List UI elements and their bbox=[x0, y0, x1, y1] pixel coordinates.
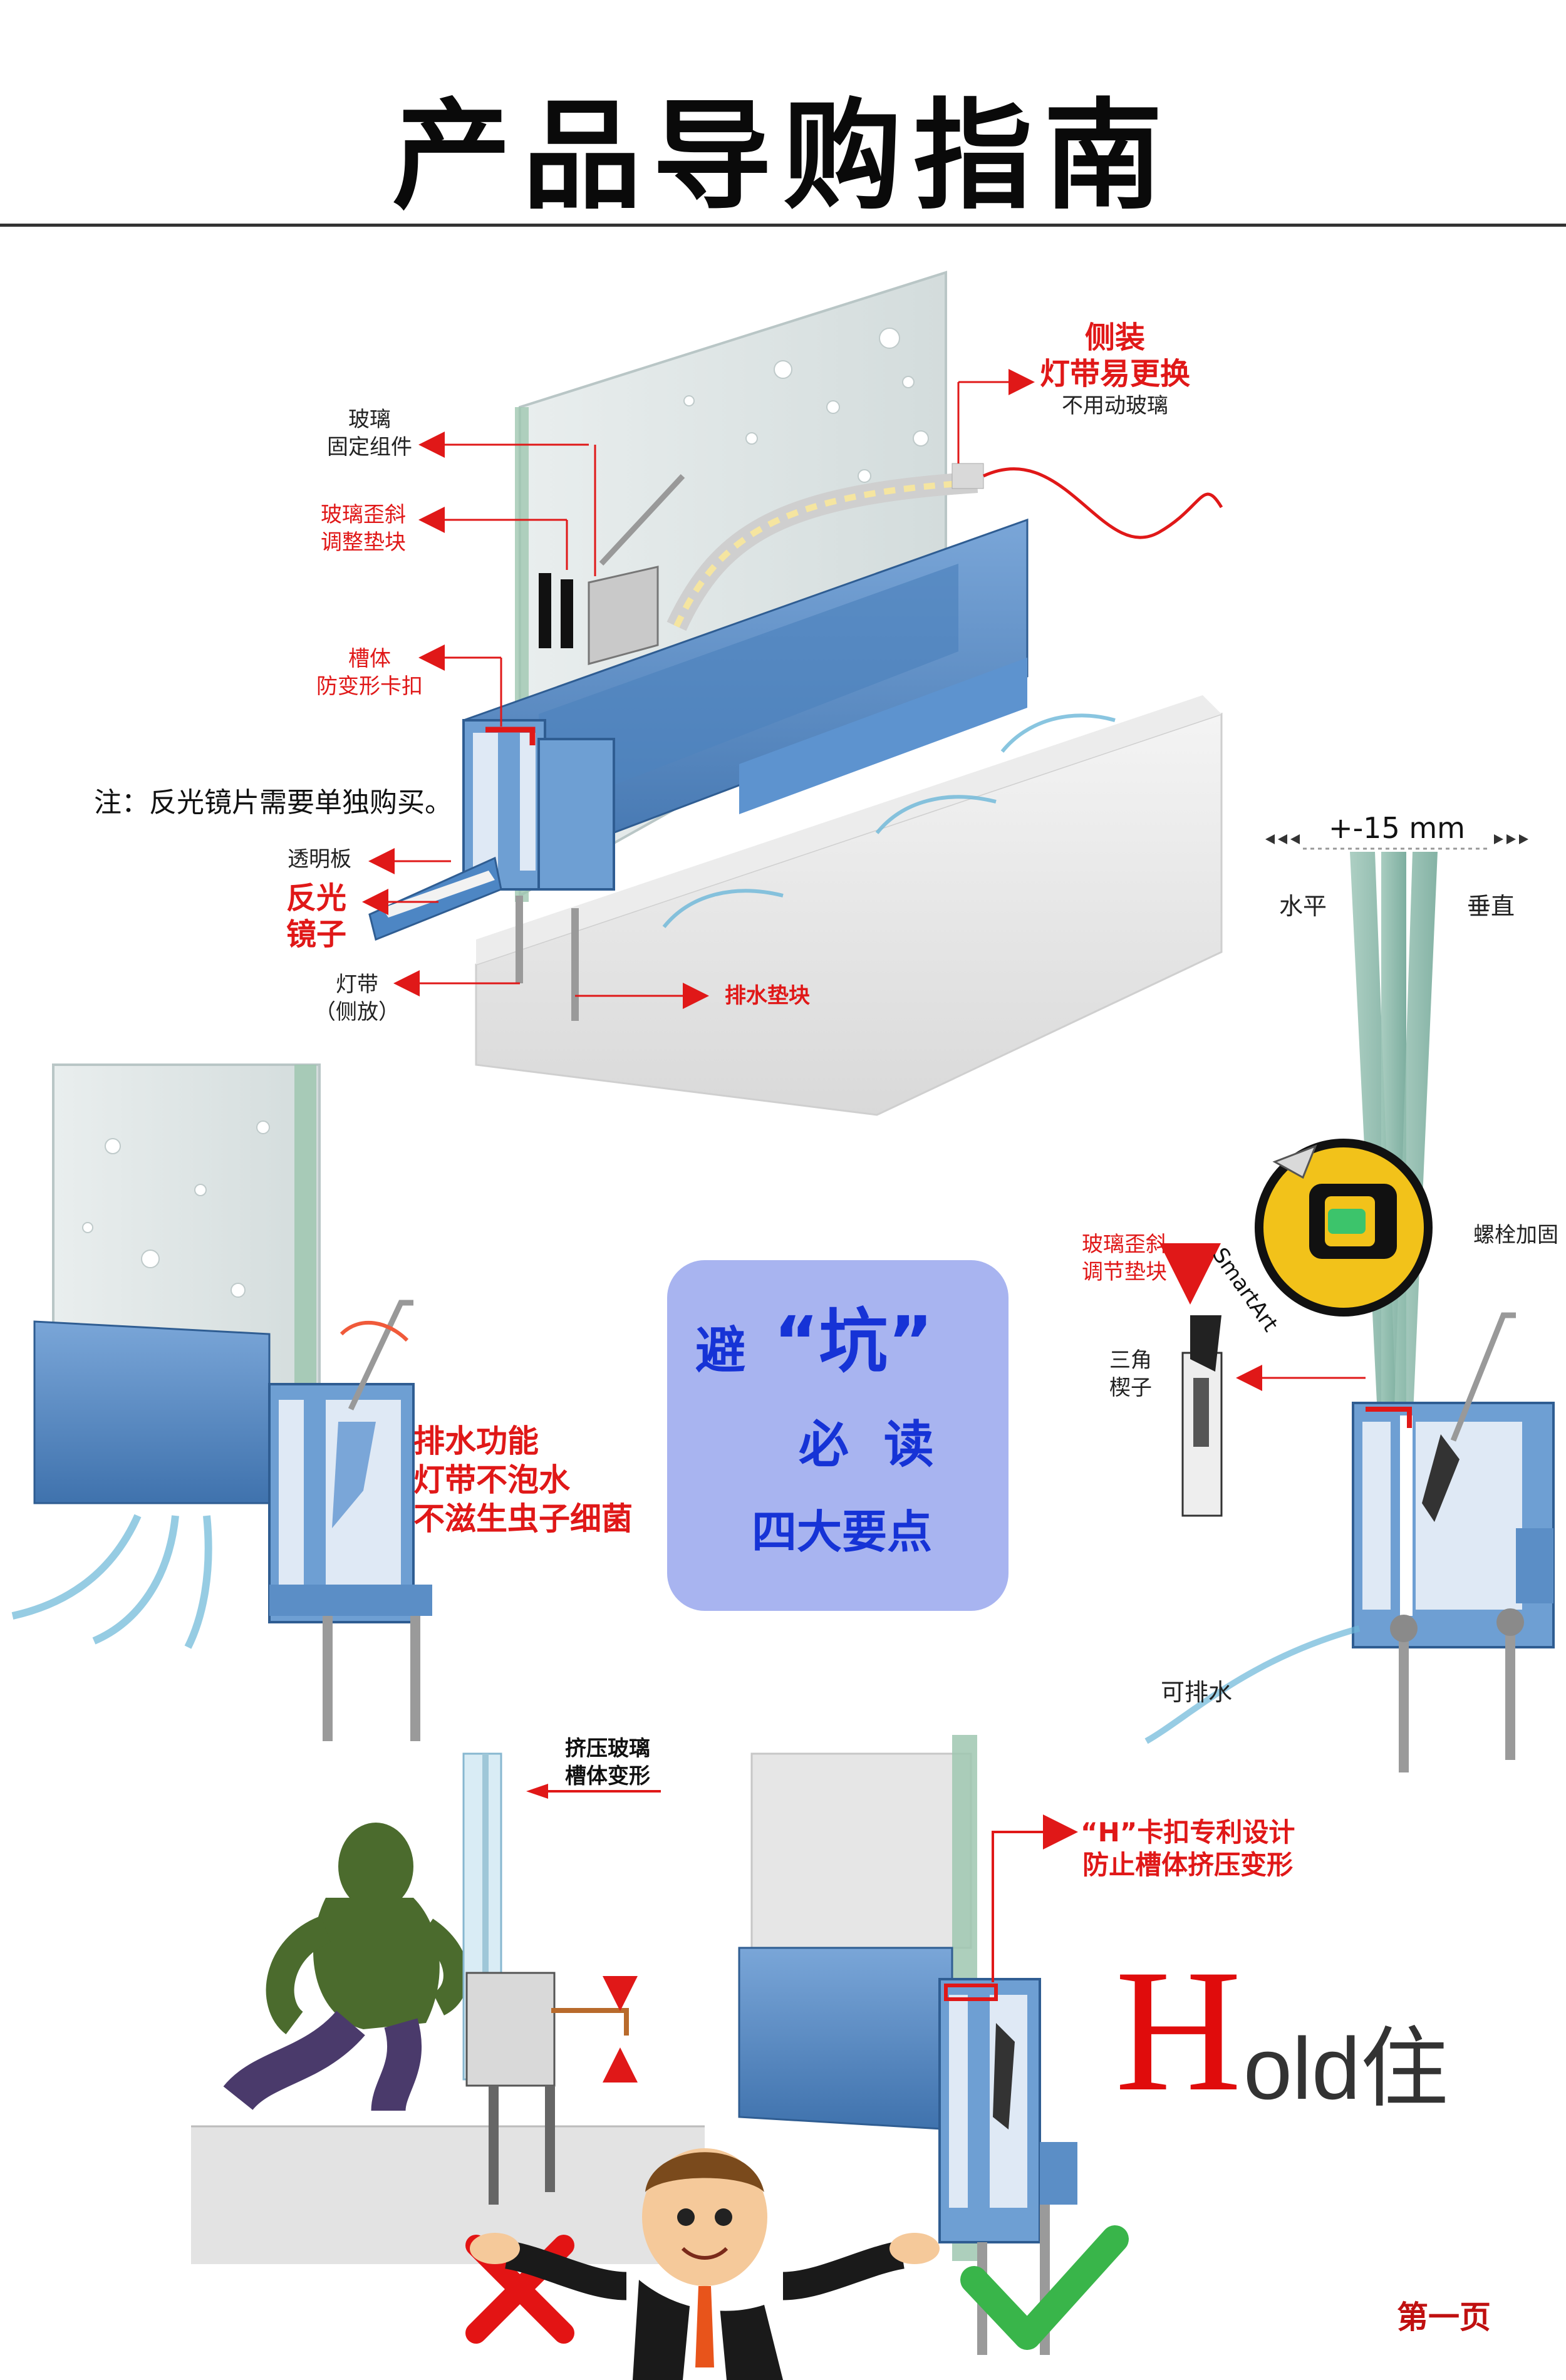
page-title: 产品导购指南 bbox=[392, 87, 1174, 225]
cartoon-man-illustration bbox=[470, 2148, 940, 2380]
label-mirror-line1: 反光 bbox=[286, 881, 346, 916]
bottom-right-correct-diagram bbox=[738, 1735, 1129, 2355]
label-wedge: 三角 楔子 bbox=[1090, 1347, 1171, 1402]
label-drain-pad: 排水垫块 bbox=[725, 983, 810, 1008]
purchase-note: 注：反光镜片需要单独购买。 bbox=[94, 787, 452, 819]
top-leader-lines bbox=[362, 369, 1035, 1009]
label-clip: 槽体 防变形卡扣 bbox=[307, 645, 432, 700]
page-number: 第一页 bbox=[1397, 2299, 1491, 2336]
label-horizontal: 水平 bbox=[1278, 892, 1327, 920]
label-tilt-pad-line1: 玻璃歪斜 bbox=[321, 502, 406, 527]
drainage-line2: 灯带不泡水 bbox=[413, 1462, 570, 1498]
right-tolerance-diagram bbox=[1144, 834, 1555, 1772]
tolerance-label: +-15 mm bbox=[1329, 811, 1465, 845]
label-led-line1: 灯带 bbox=[336, 972, 378, 997]
bottom-left-wrong-diagram bbox=[191, 1752, 705, 2344]
label-led-line2: （侧放） bbox=[314, 1000, 400, 1025]
label-h-clip-line1: “H”卡扣专利设计 bbox=[1081, 1817, 1295, 1848]
label-wedge-line1: 三角 bbox=[1109, 1348, 1152, 1373]
label-side-line1: 侧装 bbox=[1084, 320, 1145, 355]
label-glass-fix-line2: 固定组件 bbox=[327, 435, 412, 460]
label-h-clip: “H”卡扣专利设计 防止槽体挤压变形 bbox=[1081, 1816, 1295, 1881]
drainage-line3: 不滋生虫子细菌 bbox=[413, 1501, 633, 1537]
label-glass-fix: 玻璃 固定组件 bbox=[313, 406, 426, 461]
label-vertical: 垂直 bbox=[1466, 892, 1515, 920]
title-divider bbox=[0, 224, 1566, 227]
label-glass-fix-line1: 玻璃 bbox=[348, 407, 391, 432]
label-right-tilt: 玻璃歪斜 调节垫块 bbox=[1059, 1231, 1190, 1286]
hold-big-letter: H bbox=[1115, 1933, 1242, 2128]
tips-avoid: 避 bbox=[695, 1322, 745, 1380]
label-squeeze: 挤压玻璃 槽体变形 bbox=[551, 1735, 664, 1790]
label-clear-board: 透明板 bbox=[288, 847, 351, 872]
label-tilt-pad-line2: 调整垫块 bbox=[321, 530, 406, 555]
label-squeeze-line2: 槽体变形 bbox=[565, 1764, 650, 1789]
drainage-benefits: 排水功能 灯带不泡水 不滋生虫子细菌 bbox=[413, 1422, 633, 1538]
tips-box: 避 “坑” 必 读 四大要点 bbox=[667, 1260, 1009, 1611]
label-led: 灯带 （侧放） bbox=[307, 971, 407, 1026]
tips-must-read: 必 读 bbox=[799, 1415, 934, 1474]
label-squeeze-line1: 挤压玻璃 bbox=[565, 1736, 650, 1761]
tips-pit: “坑” bbox=[774, 1301, 933, 1382]
label-drainable: 可排水 bbox=[1160, 1679, 1232, 1706]
tips-four-points: 四大要点 bbox=[752, 1506, 933, 1558]
label-clip-line1: 槽体 bbox=[348, 646, 391, 671]
label-side-line2: 灯带易更换 bbox=[1039, 356, 1190, 391]
label-mirror-line2: 镜子 bbox=[286, 917, 346, 952]
top-channel-diagram bbox=[368, 271, 1223, 1116]
hold-rest-text: old住 bbox=[1243, 2019, 1448, 2118]
label-clip-line2: 防变形卡扣 bbox=[316, 674, 423, 699]
label-mirror: 反光 镜子 bbox=[269, 880, 363, 953]
label-wedge-line2: 楔子 bbox=[1109, 1375, 1152, 1400]
label-right-tilt-line2: 调节垫块 bbox=[1082, 1260, 1167, 1285]
label-h-clip-line2: 防止槽体挤压变形 bbox=[1082, 1850, 1294, 1880]
label-bolt: 螺栓加固 bbox=[1473, 1223, 1558, 1248]
label-side-mount: 侧装 灯带易更换 不用动玻璃 bbox=[1021, 319, 1209, 420]
left-drainage-diagram bbox=[11, 1063, 432, 1741]
label-tilt-pad: 玻璃歪斜 调整垫块 bbox=[301, 501, 426, 556]
drainage-line1: 排水功能 bbox=[413, 1423, 539, 1459]
label-right-tilt-line1: 玻璃歪斜 bbox=[1082, 1232, 1167, 1257]
label-side-line3: 不用动玻璃 bbox=[1062, 393, 1168, 418]
